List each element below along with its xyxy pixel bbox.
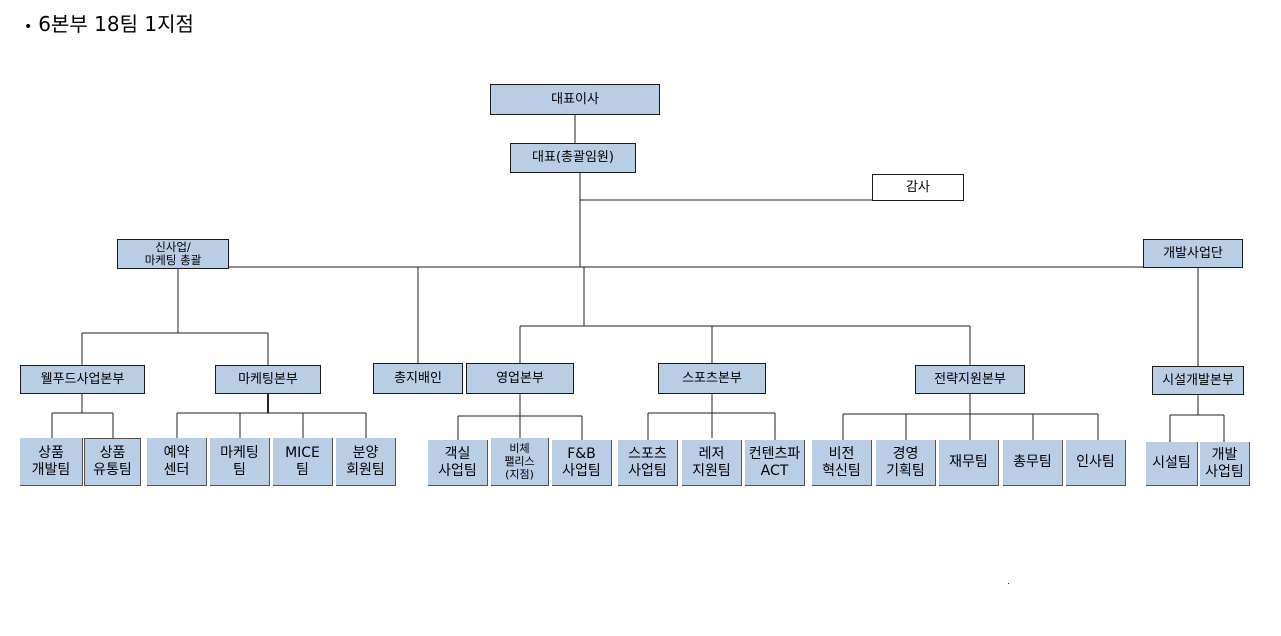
- representative-box: 대표(총괄임원): [510, 143, 636, 173]
- development-group-box: 개발사업단: [1143, 239, 1243, 268]
- team-reservation-center: 예약 센터: [147, 438, 207, 486]
- sports-division-box: 스포츠본부: [658, 363, 766, 394]
- team-marketing: 마케팅 팀: [210, 438, 270, 486]
- team-leisure-support: 레저 지원팀: [682, 440, 742, 486]
- team-mice: MICE 팀: [273, 438, 333, 486]
- team-management-planning: 경영 기획팀: [876, 440, 936, 486]
- sales-division-box: 영업본부: [466, 363, 574, 394]
- strategy-division-box: 전략지원본부: [915, 365, 1025, 394]
- heading-text: 6본부 18팀 1지점: [38, 12, 194, 36]
- stray-dot: [1008, 583, 1009, 584]
- team-vision-innovation: 비전 혁신팀: [812, 440, 872, 486]
- team-fnb-business: F&B 사업팀: [552, 440, 612, 486]
- team-vivaldi-palace-branch: 비체 팰리스 (지점): [491, 438, 549, 486]
- team-general-affairs: 총무팀: [1003, 440, 1063, 486]
- ceo-box: 대표이사: [490, 84, 660, 115]
- team-sales-membership: 분양 회원팀: [336, 438, 396, 486]
- team-sports-business: 스포츠 사업팀: [618, 440, 678, 486]
- team-contents-act: 컨텐츠파 ACT: [745, 440, 805, 486]
- new-business-box: 신사업/ 마케팅 총괄: [117, 239, 229, 269]
- team-development-business: 개발 사업팀: [1200, 442, 1250, 486]
- facility-division-box: 시설개발본부: [1152, 366, 1244, 395]
- audit-box: 감사: [872, 174, 964, 201]
- team-room-business: 객실 사업팀: [428, 440, 488, 486]
- team-hr: 인사팀: [1066, 440, 1126, 486]
- wellfood-division-box: 웰푸드사업본부: [20, 365, 145, 394]
- team-product-development: 상품 개발팀: [20, 438, 83, 486]
- team-facility: 시설팀: [1146, 442, 1198, 486]
- bullet-icon: •: [24, 19, 33, 35]
- marketing-division-box: 마케팅본부: [215, 365, 321, 394]
- team-finance: 재무팀: [939, 440, 999, 486]
- team-product-distribution: 상품 유통팀: [84, 438, 141, 486]
- branch-manager-box: 총지배인: [373, 363, 463, 394]
- page-heading: • 6본부 18팀 1지점: [24, 10, 194, 41]
